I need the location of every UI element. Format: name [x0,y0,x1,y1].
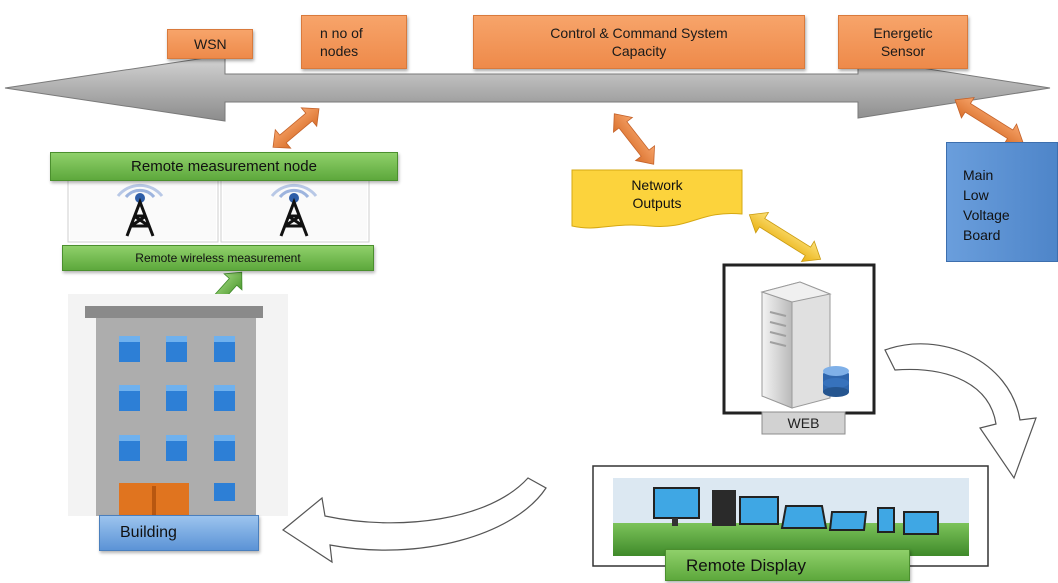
wsn-label: WSN [194,36,227,52]
devices-icon [653,487,939,535]
web-label-box [761,411,846,435]
bus-to-node-arrow [272,107,320,149]
remote-wireless-measurement-bar: Remote wireless measurement [62,245,374,271]
building-icon [68,294,288,516]
energetic-sensor-label: Energetic Sensor [873,25,933,59]
remote-measurement-node-label: Remote measurement node [131,158,317,175]
remote-wireless-measurement-label: Remote wireless measurement [135,251,301,265]
network-outputs-label: Network Outputs [631,177,683,211]
antenna-tower-icon-right [270,183,318,237]
network-to-server-arrow [748,212,822,262]
tower-panel-right [220,175,370,243]
system-bus-arrow [4,54,1051,122]
energetic-sensor-box: Energetic Sensor [838,15,968,69]
control-command-box: Control & Command System Capacity [473,15,805,69]
main-low-voltage-board-box: Main Low Voltage Board [946,142,1058,262]
control-command-label: Control & Command System Capacity [550,25,728,59]
wsn-box: WSN [167,29,253,59]
display-to-building-curved-arrow [281,477,547,564]
remote-display-bar: Remote Display [665,549,910,581]
nodes-label: n no of nodes [320,25,363,59]
main-low-voltage-board-label: Main Low Voltage Board [963,167,1010,243]
bus-to-network-arrow [613,113,655,165]
remote-display-label: Remote Display [686,556,806,575]
building-label-box: Building [99,515,259,551]
remote-measurement-node-bar: Remote measurement node [50,152,398,181]
building-label: Building [120,524,177,541]
nodes-box: n no of nodes [301,15,407,69]
antenna-tower-icon-left [116,183,164,237]
server-to-display-curved-arrow [884,343,1037,480]
web-label: WEB [787,415,820,431]
server-icon [722,263,876,415]
